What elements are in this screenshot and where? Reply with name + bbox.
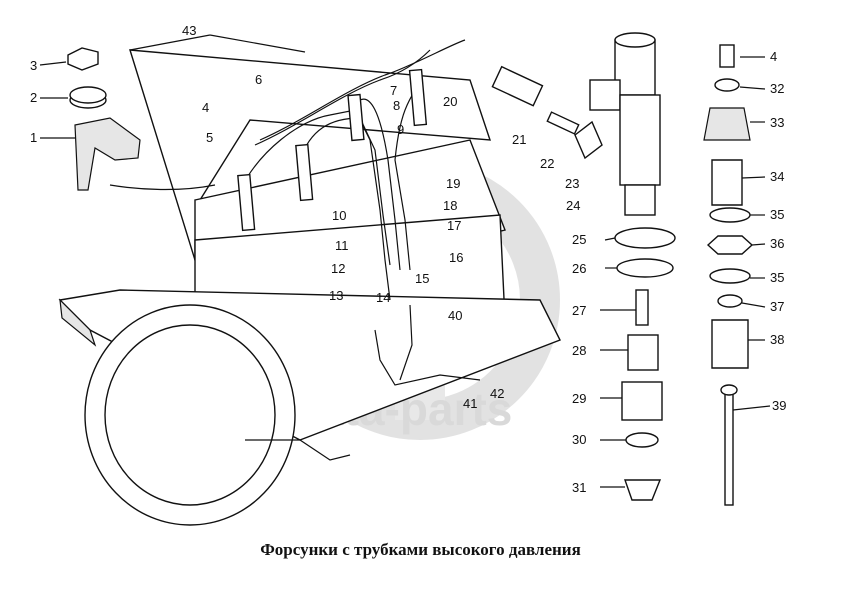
- callout-9: 9: [397, 122, 404, 137]
- callout-6: 6: [255, 72, 262, 87]
- callout-25: 25: [572, 232, 586, 247]
- callout-27: 27: [572, 303, 586, 318]
- callout-16: 16: [449, 250, 463, 265]
- callout-10: 10: [332, 208, 346, 223]
- callout-14: 14: [376, 290, 390, 305]
- high-pressure-pipes: [239, 39, 481, 386]
- callout-8: 8: [393, 98, 400, 113]
- callout-35-bottom: 35: [770, 270, 784, 285]
- callout-15: 15: [415, 271, 429, 286]
- callout-40: 40: [448, 308, 462, 323]
- callout-33: 33: [770, 115, 784, 130]
- callout-31: 31: [572, 480, 586, 495]
- callout-2: 2: [30, 90, 37, 105]
- callout-38: 38: [770, 332, 784, 347]
- injector-exploded: [589, 32, 676, 501]
- callout-22: 22: [540, 156, 554, 171]
- diagram-caption: Форсунки с трубками высокого давления: [260, 540, 581, 559]
- callout-20: 20: [443, 94, 457, 109]
- callout-11: 11: [335, 238, 349, 253]
- engine-block: [58, 49, 561, 526]
- callout-32: 32: [770, 81, 784, 96]
- spring-column: [703, 44, 754, 506]
- callout-35-top: 35: [770, 207, 784, 222]
- callout-3: 3: [30, 58, 37, 73]
- callout-42: 42: [490, 386, 504, 401]
- leader-lines: [39, 34, 771, 488]
- callout-34: 34: [770, 169, 784, 184]
- callout-4: 4: [202, 100, 209, 115]
- engine-injectors: [237, 68, 428, 232]
- callout-4-right: 4: [770, 49, 777, 64]
- callout-39: 39: [772, 398, 786, 413]
- callout-29: 29: [572, 391, 586, 406]
- middle-right-parts: [491, 65, 603, 160]
- callout-28: 28: [572, 343, 586, 358]
- callout-1: 1: [30, 130, 37, 145]
- callout-41: 41: [463, 396, 477, 411]
- callout-17: 17: [447, 218, 461, 233]
- left-parts: [67, 47, 216, 191]
- callout-12: 12: [331, 261, 345, 276]
- callout-43: 43: [182, 23, 196, 38]
- callout-5: 5: [206, 130, 213, 145]
- callout-23: 23: [565, 176, 579, 191]
- callout-19: 19: [446, 176, 460, 191]
- callout-21: 21: [512, 132, 526, 147]
- callout-36: 36: [770, 236, 784, 251]
- callout-30: 30: [572, 432, 586, 447]
- callout-labels: 1 2 3 4 5 6 7 8 9 10 11 12 13 14 15 16 1…: [30, 23, 786, 495]
- callout-7: 7: [390, 83, 397, 98]
- callout-18: 18: [443, 198, 457, 213]
- callout-37: 37: [770, 299, 784, 314]
- callout-26: 26: [572, 261, 586, 276]
- callout-24: 24: [566, 198, 580, 213]
- callout-13: 13: [329, 288, 343, 303]
